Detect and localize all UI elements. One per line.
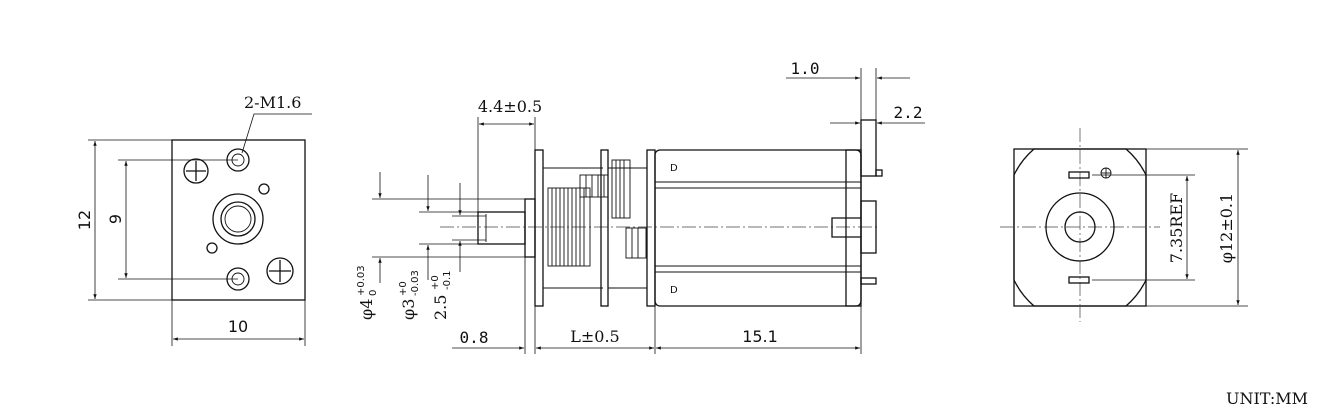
terminal-bottom (860, 277, 877, 285)
shaft-boss (524, 198, 536, 258)
svg-text:+0: +0 (398, 281, 409, 296)
mount-hole-top-left-icon (183, 158, 209, 184)
svg-text:+0.03: +0.03 (356, 265, 367, 296)
svg-text:0: 0 (368, 290, 379, 296)
front-view: 2-M1.6 12 9 10 (75, 93, 312, 346)
terminal-top-icon (1068, 171, 1090, 179)
flat-dimension: 2.5 +0 -0.1 (430, 270, 453, 320)
svg-text:-0.1: -0.1 (442, 270, 453, 290)
flange-dimension: 0.8 (460, 328, 489, 347)
length-dimension: L±0.5 (570, 327, 619, 346)
rear-view: 7.35REF φ12±0.1 (1000, 128, 1248, 322)
output-shaft-icon (212, 193, 264, 245)
polarity-mark-icon (1100, 167, 1112, 179)
motor-mark-bottom: D (670, 285, 678, 296)
pin-hole-right-icon (258, 183, 270, 195)
rear-plate (646, 149, 656, 307)
motor-length-dimension: 15.1 (742, 327, 778, 346)
diameter-dimension: φ12±0.1 (1217, 193, 1236, 263)
hole-leader (241, 113, 312, 154)
terminal-top (860, 119, 877, 177)
terminal-bottom-icon (1068, 276, 1090, 284)
diameter-boss-dimension: φ4 +0.03 0 (356, 265, 379, 320)
middle-plate (600, 149, 609, 307)
side-view: D D 1.0 2.2 4.4±0.5 φ4 (356, 59, 925, 354)
ref-dimension: 7.35REF (1167, 193, 1186, 263)
pin-hole-left-icon (206, 242, 218, 254)
gearbox-face-outline (171, 139, 306, 301)
diameter-shaft-dimension: φ3 +0 -0.03 (398, 270, 421, 320)
gearbox-dimension: 4.4±0.5 (478, 97, 542, 116)
motor-can-outline (1013, 148, 1147, 307)
front-plate (534, 149, 544, 307)
rear-bushing (860, 200, 877, 254)
terminal-width-dimension: 2.2 (894, 103, 923, 122)
svg-text:+0: +0 (430, 275, 441, 290)
mount-hole-bottom-right-icon (266, 257, 294, 285)
terminal-gap-dimension: 1.0 (791, 59, 820, 78)
width-dimension: 10 (228, 317, 248, 336)
svg-text:-0.03: -0.03 (410, 270, 421, 296)
svg-text:2.5: 2.5 (431, 295, 450, 320)
gear-train-icon (547, 159, 647, 267)
motor-mark-top: D (670, 163, 678, 174)
hole-pitch-dimension: 9 (106, 214, 125, 224)
motor-body (654, 149, 862, 307)
rear-bushing-icon (1045, 192, 1115, 262)
output-shaft (477, 211, 526, 245)
end-cap (845, 149, 862, 307)
hole-callout: 2-M1.6 (244, 93, 301, 112)
unit-label: UNIT:MM (1226, 389, 1308, 408)
svg-text:φ3: φ3 (399, 299, 418, 320)
svg-text:φ4: φ4 (357, 299, 376, 320)
height-dimension: 12 (75, 210, 94, 230)
